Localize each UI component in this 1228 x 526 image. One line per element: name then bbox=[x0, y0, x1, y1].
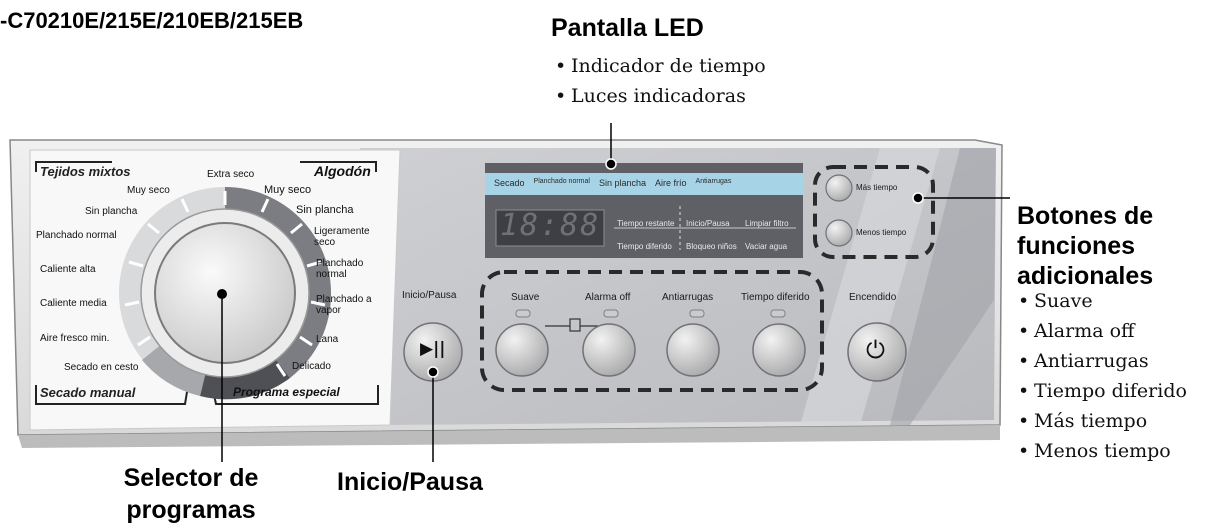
led-status-mid: Inicio/Pausa Bloqueo niños bbox=[686, 212, 737, 258]
status-inicio-pausa: Inicio/Pausa bbox=[686, 219, 730, 228]
led-status-left: Tiempo restante Tiempo diferido bbox=[617, 212, 675, 258]
title-line: Botones de bbox=[1017, 202, 1154, 230]
list-item: Alarma off bbox=[1018, 316, 1187, 346]
tiempo-diferido-label: Tiempo diferido bbox=[741, 292, 810, 303]
group-mixed-fabrics-title: Tejidos mixtos bbox=[40, 164, 131, 179]
dial-option-cotton-sin-plancha[interactable]: Sin plancha bbox=[296, 204, 354, 216]
led-status-right: Limpiar filtro Vaciar agua bbox=[745, 212, 789, 258]
menos-tiempo-button bbox=[825, 219, 853, 247]
led-display-callout-title: Pantalla LED bbox=[551, 14, 704, 42]
panel-stripe bbox=[800, 148, 940, 425]
indicator-aire-frio: Aire frío bbox=[655, 178, 687, 188]
group-special-program-title: Programa especial bbox=[233, 385, 340, 399]
dial-option-aire-fresco[interactable]: Aire fresco min. bbox=[40, 333, 110, 344]
panel-stripe-dark bbox=[890, 148, 996, 425]
extra-functions-callout-list: Suave Alarma off Antiarrugas Tiempo dife… bbox=[1018, 286, 1187, 466]
led-digits: 18:88 bbox=[500, 208, 601, 243]
time-buttons-group bbox=[813, 165, 935, 259]
dial-option-mixed-muy-seco[interactable]: Muy seco bbox=[127, 185, 170, 196]
dial-option-caliente-media[interactable]: Caliente media bbox=[40, 298, 107, 309]
antiarrugas-label: Antiarrugas bbox=[662, 292, 714, 303]
play-pause-icon[interactable]: ▶|| bbox=[420, 339, 446, 359]
dial-option-delicado[interactable]: Delicado bbox=[292, 361, 331, 372]
mas-tiempo-label: Más tiempo bbox=[856, 183, 898, 192]
list-item: Suave bbox=[1018, 286, 1187, 316]
power-button bbox=[847, 322, 907, 382]
bracket-top-left bbox=[35, 161, 112, 172]
list-item: Indicador de tiempo bbox=[555, 51, 766, 81]
group-manual-drying-title: Secado manual bbox=[40, 385, 136, 400]
status-tiempo-diferido: Tiempo diferido bbox=[617, 242, 672, 251]
led-indicator-row: Secado Planchado normal Sin plancha Aire… bbox=[494, 178, 731, 188]
model-title: -C70210E/215E/210EB/215EB bbox=[0, 8, 304, 33]
list-item: Más tiempo bbox=[1018, 406, 1187, 436]
status-tiempo-restante: Tiempo restante bbox=[617, 219, 675, 228]
alarma-off-button-hit[interactable] bbox=[583, 324, 635, 376]
option-buttons-group bbox=[480, 270, 824, 392]
list-item: Menos tiempo bbox=[1018, 436, 1187, 466]
suave-button-hit[interactable] bbox=[496, 324, 548, 376]
group-cotton-title: Algodón bbox=[314, 163, 371, 179]
callout-dot-extra bbox=[912, 192, 924, 204]
title-line: funciones bbox=[1017, 232, 1136, 260]
dial-option-ligeramente-seco[interactable]: Ligeramente seco bbox=[314, 226, 370, 248]
program-dial-hit[interactable] bbox=[155, 223, 295, 363]
led-display-callout-list: Indicador de tiempo Luces indicadoras bbox=[555, 51, 766, 111]
leader-lines bbox=[221, 123, 1010, 462]
led-digit-window bbox=[495, 209, 605, 247]
dial-option-planchado-vapor[interactable]: Planchado a vapor bbox=[316, 294, 372, 316]
indicator-secado: Secado bbox=[494, 178, 525, 188]
list-item: Antiarrugas bbox=[1018, 346, 1187, 376]
list-item: Tiempo diferido bbox=[1018, 376, 1187, 406]
encendido-label: Encendido bbox=[849, 292, 897, 303]
suave-button bbox=[495, 323, 549, 377]
callout-dot-start bbox=[427, 366, 439, 378]
bracket-bottom-left bbox=[35, 385, 189, 405]
status-limpiar-filtro: Limpiar filtro bbox=[745, 219, 789, 228]
title-line: programas bbox=[126, 496, 256, 524]
callout-dot-led bbox=[605, 158, 617, 170]
dial-option-secado-cesto[interactable]: Secado en cesto bbox=[64, 362, 139, 373]
dial-ticks bbox=[124, 191, 326, 377]
child-lock-icon bbox=[569, 318, 581, 332]
option-leds bbox=[515, 309, 786, 318]
start-pause-label: Inicio/Pausa bbox=[402, 290, 457, 301]
indicator-planchado-normal: Planchado normal bbox=[533, 178, 590, 185]
dial-option-cotton-planchado[interactable]: Planchado normal bbox=[316, 258, 364, 280]
extra-functions-callout-title: Botones de funciones adicionales bbox=[1017, 201, 1153, 291]
dial-option-extra-seco[interactable]: Extra seco bbox=[207, 169, 255, 180]
mas-tiempo-button bbox=[825, 174, 853, 202]
bracket-top-right bbox=[300, 161, 377, 172]
list-item: Luces indicadoras bbox=[555, 81, 766, 111]
alarma-off-label: Alarma off bbox=[585, 292, 631, 303]
antiarrugas-button bbox=[666, 323, 720, 377]
suave-label: Suave bbox=[511, 292, 540, 303]
dial-option-caliente-alta[interactable]: Caliente alta bbox=[40, 264, 96, 275]
tiempo-diferido-button bbox=[752, 323, 806, 377]
start-pause-callout: Inicio/Pausa bbox=[337, 468, 483, 496]
indicator-antiarrugas: Antiarrugas bbox=[695, 178, 732, 185]
menos-tiempo-label: Menos tiempo bbox=[856, 228, 907, 237]
title-line: Selector de bbox=[123, 464, 259, 492]
indicator-sin-plancha: Sin plancha bbox=[598, 178, 647, 188]
dial-option-lana[interactable]: Lana bbox=[316, 334, 339, 345]
panel-bottom-edge bbox=[18, 425, 1000, 448]
menos-tiempo-button-hit[interactable] bbox=[826, 220, 852, 246]
power-icon[interactable]: ⏻ bbox=[866, 336, 885, 364]
dial-option-mixed-planchado[interactable]: Planchado normal bbox=[36, 230, 117, 241]
dial-option-mixed-sin-plancha[interactable]: Sin plancha bbox=[85, 206, 138, 217]
alarma-off-button bbox=[582, 323, 636, 377]
tiempo-diferido-button-hit[interactable] bbox=[753, 324, 805, 376]
status-bloqueo-ninos: Bloqueo niños bbox=[686, 242, 737, 251]
dial-option-cotton-muy-seco[interactable]: Muy seco bbox=[264, 184, 312, 196]
status-vaciar-agua: Vaciar agua bbox=[745, 242, 788, 251]
antiarrugas-button-hit[interactable] bbox=[667, 324, 719, 376]
program-selector-callout: Selector de programas bbox=[93, 462, 289, 526]
led-indicator-strip bbox=[485, 173, 803, 195]
mas-tiempo-button-hit[interactable] bbox=[826, 175, 852, 201]
